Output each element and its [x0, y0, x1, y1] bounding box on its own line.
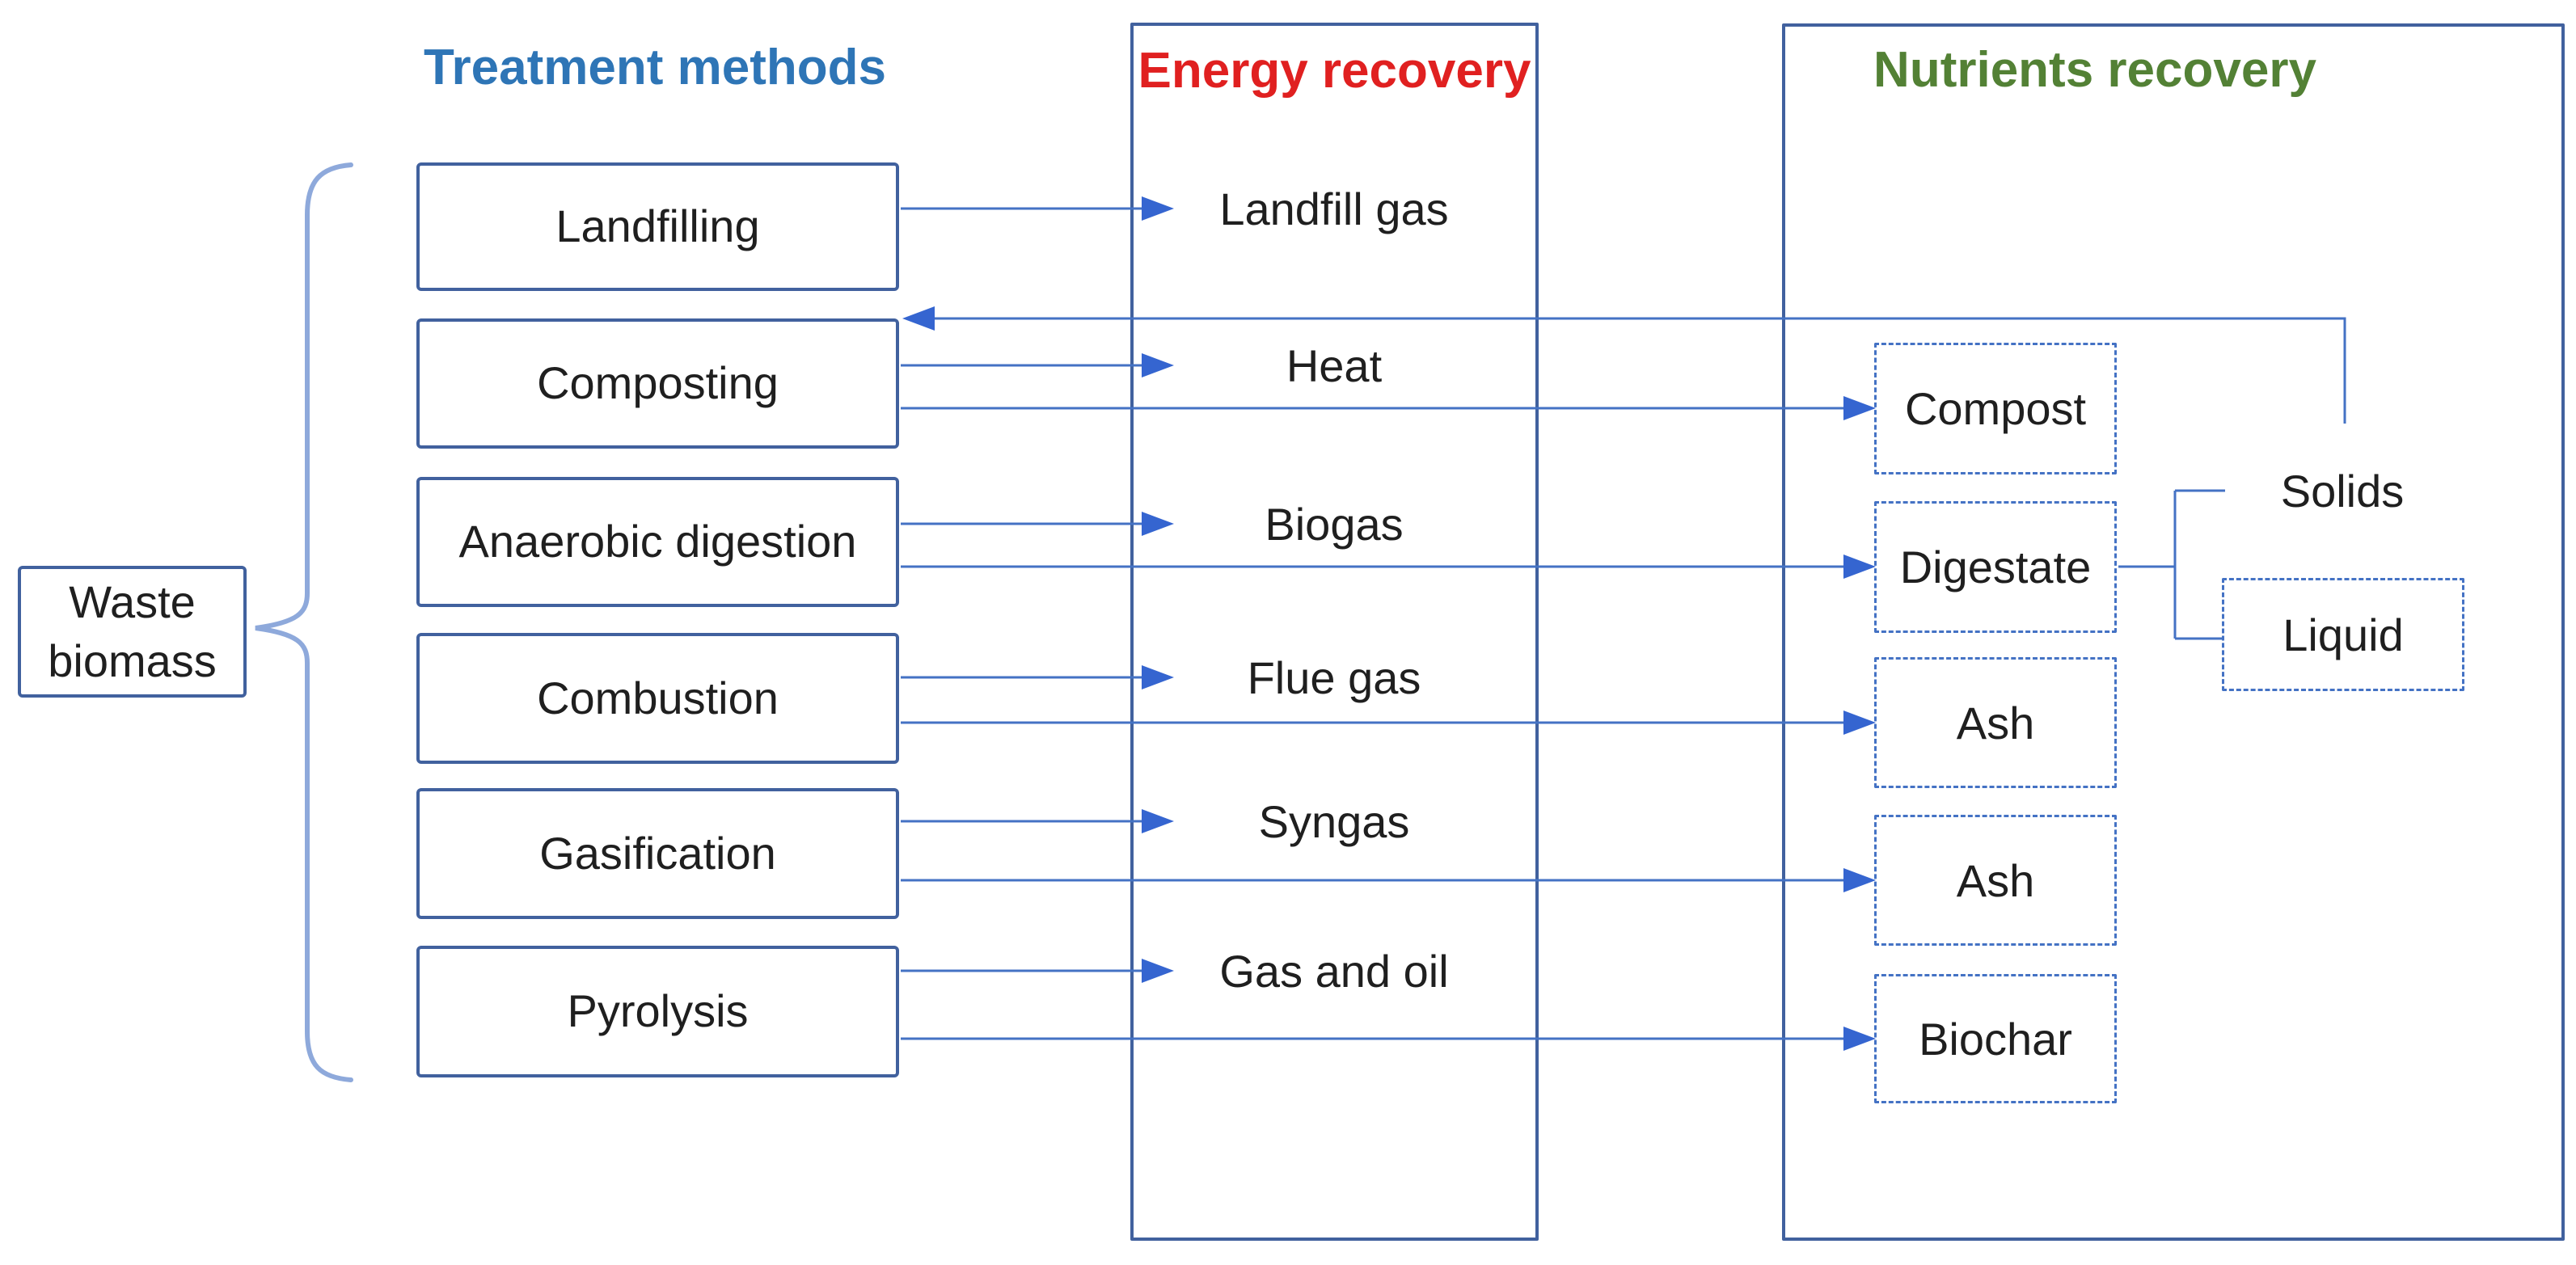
arrow-solids-return-to-composting — [902, 306, 2346, 424]
arrow-anaerobic-digestion-to-biogas — [901, 512, 1174, 536]
energy-label-gas-and-oil: Gas and oil — [1219, 945, 1449, 997]
waste-biomass-label: Waste biomass — [48, 573, 217, 691]
waste-group-brace — [255, 162, 353, 1082]
energy-label-biogas: Biogas — [1265, 498, 1404, 550]
energy-label-landfill-gas: Landfill gas — [1219, 183, 1449, 234]
arrow-composting-to-heat — [901, 353, 1174, 377]
column-title-treatment-methods: Treatment methods — [424, 40, 886, 95]
arrow-pyrolysis-to-gas-and-oil — [901, 959, 1174, 983]
column-title-energy-recovery: Energy recovery — [1138, 43, 1531, 99]
nutrient-box-ash-combustion: Ash — [1874, 657, 2117, 788]
treatment-box-pyrolysis: Pyrolysis — [416, 946, 899, 1077]
waste-biomass-line1: Waste — [69, 576, 196, 627]
solids-label: Solids — [2280, 465, 2405, 517]
arrow-landfilling-to-landfill-gas — [901, 196, 1174, 221]
treatment-box-anaerobic-digestion: Anaerobic digestion — [416, 477, 899, 607]
arrow-gasification-to-syngas — [901, 809, 1174, 833]
treatment-box-gasification: Gasification — [416, 788, 899, 919]
waste-biomass-box: Waste biomass — [18, 566, 247, 698]
nutrient-box-biochar: Biochar — [1874, 974, 2117, 1103]
treatment-box-composting: Composting — [416, 318, 899, 449]
treatment-box-combustion: Combustion — [416, 633, 899, 764]
column-title-nutrients-recovery: Nutrients recovery — [1873, 42, 2316, 98]
arrow-composting-to-compost — [901, 396, 1876, 420]
energy-label-heat: Heat — [1286, 339, 1383, 391]
energy-label-flue-gas: Flue gas — [1247, 651, 1421, 703]
arrow-combustion-to-flue-gas — [901, 665, 1174, 689]
treatment-box-landfilling: Landfilling — [416, 162, 899, 291]
arrow-pyrolysis-to-biochar — [901, 1027, 1876, 1051]
liquid-box: Liquid — [2222, 578, 2464, 691]
arrow-gasification-to-ash — [901, 868, 1876, 892]
nutrient-box-compost: Compost — [1874, 343, 2117, 474]
nutrient-box-digestate: Digestate — [1874, 501, 2117, 633]
energy-label-syngas: Syngas — [1258, 795, 1410, 847]
arrow-combustion-to-ash — [901, 711, 1876, 735]
digestate-split-bracket — [2118, 489, 2225, 640]
waste-biomass-line2: biomass — [48, 635, 217, 686]
arrow-anaerobic-digestion-to-digestate — [901, 554, 1876, 579]
nutrient-box-ash-gasification: Ash — [1874, 815, 2117, 946]
